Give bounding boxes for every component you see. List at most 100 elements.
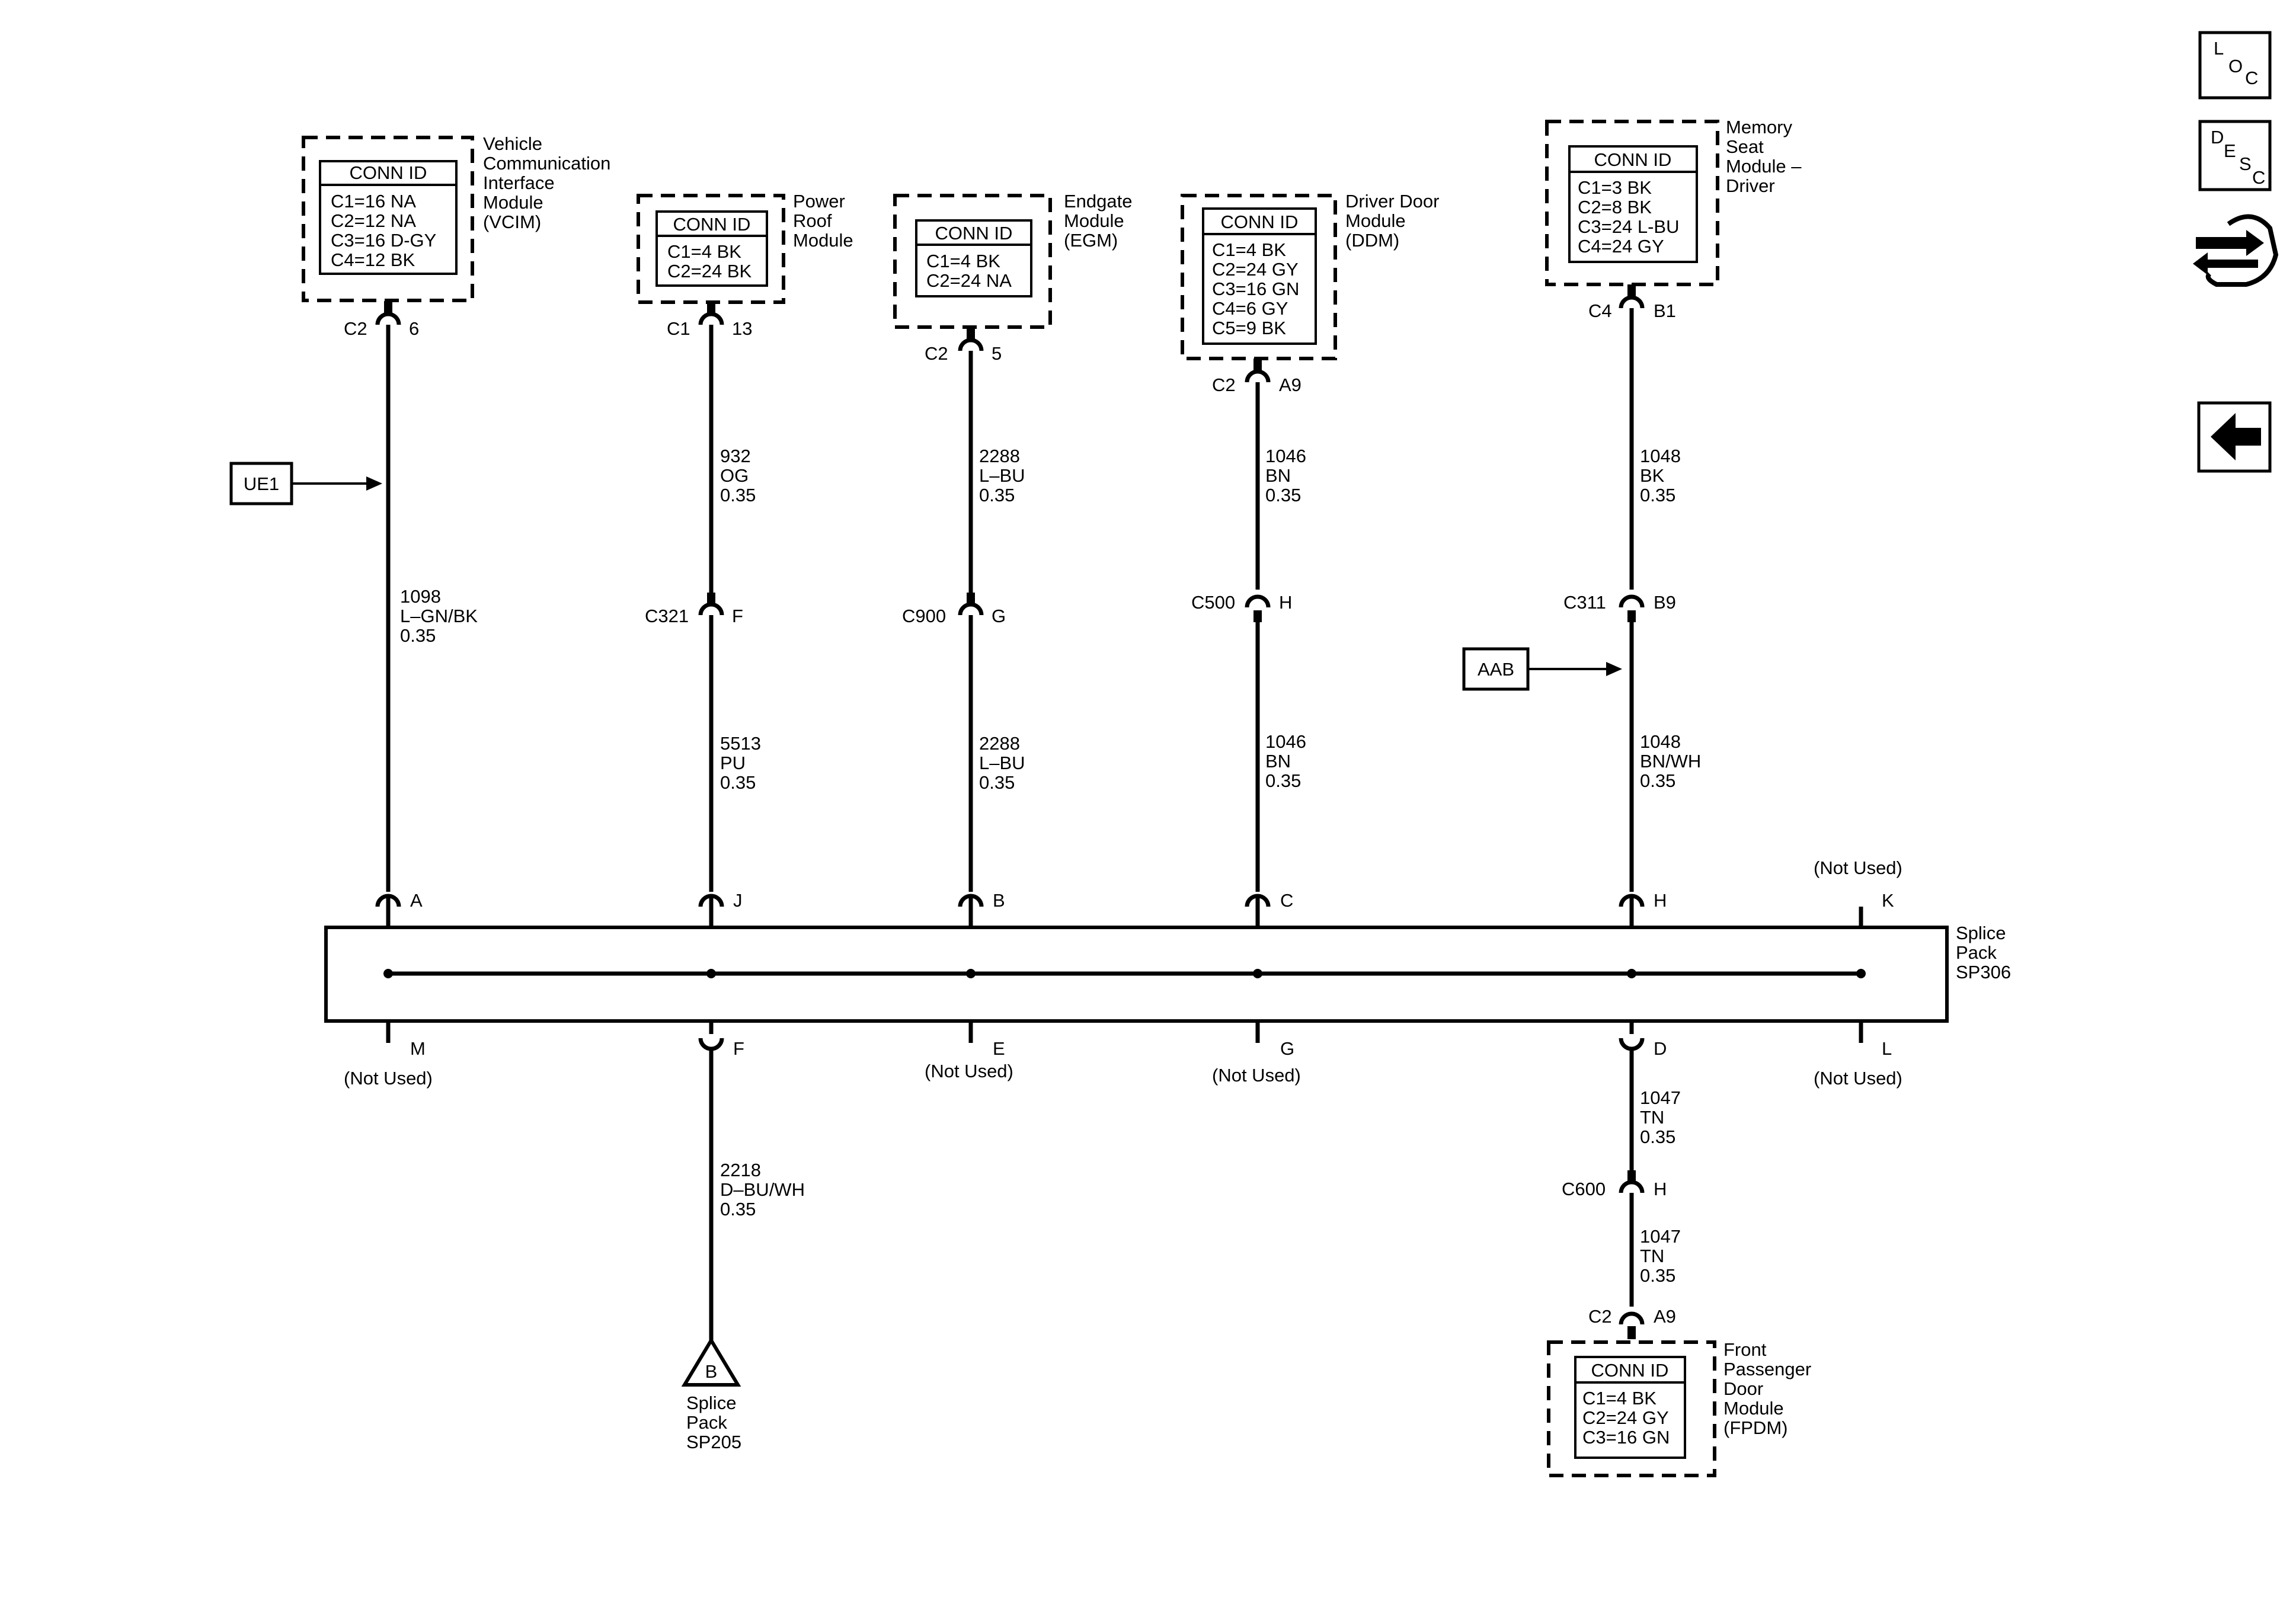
wires-sp205-1-text: D–BU/WH (720, 1179, 805, 1200)
fpdm-pin: C2 A9 (1588, 1306, 1676, 1339)
endgate-module: CONN ID C1=4 BK C2=24 NA Endgate Module … (893, 191, 1133, 329)
modules-ddm-pin-conn-text: C2 (1212, 375, 1236, 395)
modules-ddm-name-1-text: Module (1345, 210, 1406, 231)
modules-egm-name-0-text: Endgate (1064, 191, 1133, 212)
wires-ddm-upper-2-text: 0.35 (1265, 485, 1301, 505)
loc-letter-l: L (2214, 38, 2224, 59)
modules-msm-conns-0-text: C1=3 BK (1578, 177, 1652, 198)
vcim-conn-4: C4=12 BK (331, 249, 415, 270)
wires-msm-upper-2-text: 0.35 (1640, 485, 1675, 505)
vcim-conn-3: C3=16 D-GY (331, 230, 436, 251)
msm-upper-wire-label: 1048 BK 0.35 (1640, 446, 1681, 505)
modules-msm-name-2-text: Module – (1726, 156, 1802, 177)
splice-pack-top-pins-2-text: B (993, 890, 1005, 911)
inline-connectors-c500-id-text: C500 (1191, 592, 1235, 613)
egm-upper-wire-label: 2288 L–BU 0.35 (979, 446, 1025, 505)
splice-pack-top-pins-0-text: A (410, 890, 423, 911)
front-passenger-door-module: CONN ID C1=4 BK C2=24 GY C3=16 GN Front … (1547, 1339, 1811, 1477)
aab-label: AAB (1478, 659, 1514, 680)
sp306-label-line3: SP306 (1956, 962, 2011, 982)
egm-pin: C2 5 (925, 327, 1002, 364)
prm-upper-wire-label: 932 OG 0.35 (720, 446, 756, 505)
wires-fpdm-lower-0-text: 1047 (1640, 1226, 1681, 1247)
wires-egm-lower-1-text: L–BU (979, 753, 1025, 773)
sp306-pin-e: E (Not Used) (925, 1021, 1013, 1081)
modules-msm-name-1-text: Seat (1726, 136, 1764, 157)
wires-fpdm-lower-2-text: 0.35 (1640, 1265, 1675, 1286)
modules-msm-conn-title-text: CONN ID (1594, 149, 1672, 170)
modules-fpdm-pin-conn-text: C2 (1588, 1306, 1612, 1327)
vcim-name-2: Communication (483, 153, 610, 174)
modules-msm-conns-2-text: C3=24 L-BU (1578, 216, 1679, 237)
wires-msm-lower-1-text: BN/WH (1640, 751, 1701, 772)
modules-prm-pin-num-text: 13 (732, 318, 752, 339)
modules-prm-pin-conn-text: C1 (667, 318, 690, 339)
sp306-label-line1: Splice (1956, 923, 2006, 943)
splice-pack-sp205[interactable]: B Splice Pack SP205 (681, 1337, 741, 1452)
sp205-name-2-text: SP205 (686, 1432, 741, 1452)
modules-egm-pin-conn-text: C2 (925, 343, 948, 364)
ue1-label: UE1 (244, 473, 279, 494)
modules-ddm-conns-0-text: C1=4 BK (1212, 239, 1286, 260)
modules-egm-name-1-text: Module (1064, 210, 1124, 231)
sp205-letter-text: B (705, 1361, 718, 1382)
vcim-pin-conn: C2 (344, 318, 367, 339)
ue1-reference[interactable]: UE1 (229, 462, 382, 505)
modules-ddm-conns-1-text: C2=24 GY (1212, 259, 1299, 280)
back-arrow-icon (2211, 413, 2261, 460)
wires-fpdm-lower-1-text: TN (1640, 1246, 1664, 1266)
not-used-l: (Not Used) (1814, 1068, 1902, 1089)
wires-egm-upper-0-text: 2288 (979, 446, 1020, 466)
desc-letter-s: S (2239, 153, 2252, 174)
sp306-pin-b: B (958, 890, 1005, 927)
not-used-m: (Not Used) (344, 1068, 433, 1089)
sp306-pin-f: F (698, 1021, 744, 1059)
inline-connectors-c900-id-text: C900 (902, 606, 946, 626)
description-button[interactable]: D E S C (2198, 120, 2272, 191)
wires-prm-lower-1-text: PU (720, 753, 746, 773)
driver-door-module: CONN ID C1=4 BK C2=24 GY C3=16 GN C4=6 G… (1181, 191, 1439, 360)
inline-connector-c311: C311 B9 (1563, 592, 1676, 622)
sp205-name-1-text: Pack (686, 1412, 727, 1433)
splice-pack-bottom-pins-1-text: F (733, 1038, 744, 1059)
loc-letter-o: O (2228, 56, 2243, 76)
inline-connectors-c321-pin-text: F (732, 606, 743, 626)
wires-fpdm-upper-0-text: 1047 (1640, 1087, 1681, 1108)
inline-connector-c321: C321 F (645, 593, 743, 626)
modules-msm-conns-1-text: C2=8 BK (1578, 197, 1652, 217)
modules-msm-name-3-text: Driver (1726, 175, 1775, 196)
egm-lower-wire-label: 2288 L–BU 0.35 (979, 733, 1025, 793)
ddm-lower-wire-label: 1046 BN 0.35 (1265, 731, 1306, 791)
inline-connectors-c600-id-text: C600 (1562, 1179, 1606, 1199)
modules-egm-conn-title-text: CONN ID (935, 223, 1013, 244)
modules-prm-name-2-text: Module (793, 230, 853, 251)
back-arrow-button[interactable] (2197, 401, 2272, 473)
modules-egm-name-2-text: (EGM) (1064, 230, 1118, 251)
vcim-wire-label: 1098 L–GN/BK 0.35 (400, 586, 478, 646)
sp205-wire-label: 2218 D–BU/WH 0.35 (720, 1160, 805, 1219)
modules-ddm-name-0-text: Driver Door (1345, 191, 1439, 212)
modules-fpdm-conns-1-text: C2=24 GY (1582, 1407, 1669, 1428)
modules-msm-conns-3-text: C4=24 GY (1578, 236, 1664, 257)
wires-prm-lower-2-text: 0.35 (720, 772, 756, 793)
location-button[interactable]: L O C (2198, 31, 2272, 100)
sp306-pin-k: (Not Used) K (1814, 857, 1902, 927)
splice-pack-top-pins-1-text: J (733, 890, 743, 911)
modules-prm-conns-1-text: C2=24 BK (667, 261, 752, 281)
connector-hand-icon[interactable] (2193, 214, 2279, 287)
modules-fpdm-conns-0-text: C1=4 BK (1582, 1388, 1657, 1409)
wires-egm-upper-2-text: 0.35 (979, 485, 1015, 505)
wires-msm-upper-0-text: 1048 (1640, 446, 1681, 466)
modules-egm-pin-num-text: 5 (992, 343, 1002, 364)
wires-ddm-lower-1-text: BN (1265, 751, 1291, 772)
wires-prm-upper-0-text: 932 (720, 446, 751, 466)
aab-reference[interactable]: AAB (1462, 647, 1622, 691)
wires-prm-upper-2-text: 0.35 (720, 485, 756, 505)
ddm-pin: C2 A9 (1212, 359, 1302, 395)
modules-egm-conns-0-text: C1=4 BK (926, 251, 1000, 271)
power-roof-module: CONN ID C1=4 BK C2=24 BK Power Roof Modu… (637, 191, 853, 304)
not-used-e: (Not Used) (925, 1061, 1013, 1081)
msm-pin: C4 B1 (1588, 284, 1676, 321)
modules-ddm-conns-4-text: C5=9 BK (1212, 318, 1286, 338)
